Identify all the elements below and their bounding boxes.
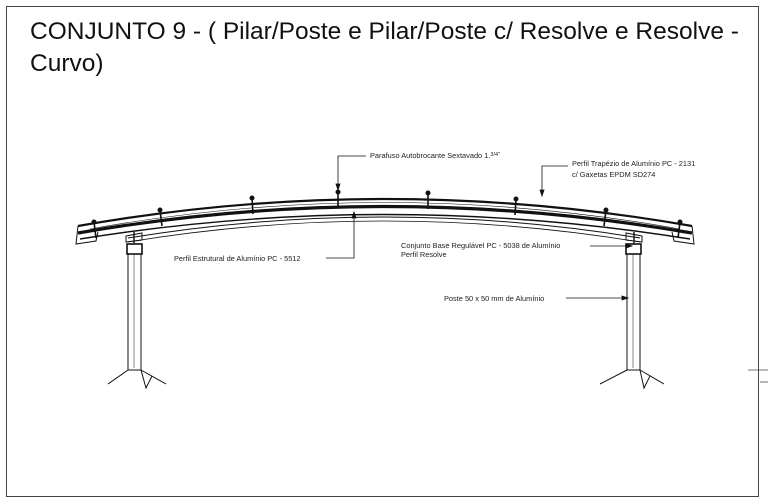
screw	[603, 207, 609, 227]
label-conjunto-base: Conjunto Base Regulável PC - 5038 de Alu…	[401, 241, 560, 259]
structural-profile	[127, 216, 641, 239]
label-poste: Poste 50 x 50 mm de Alumínio	[444, 294, 544, 303]
screw	[677, 219, 683, 239]
screw	[249, 195, 255, 215]
screw-fasteners	[91, 189, 683, 239]
roof-end-right	[671, 225, 695, 245]
roof-end-left	[75, 225, 99, 245]
screw	[157, 207, 163, 227]
label-perfil-estrutural-text: Perfil Estrutural de Alumínio PC - 5512	[174, 254, 301, 263]
label-parafuso-fraction: 3/4"	[490, 152, 500, 158]
label-poste-text: Poste 50 x 50 mm de Alumínio	[444, 294, 545, 303]
title-line-1: CONJUNTO 9 - ( Pilar/Poste e Pilar/Poste…	[30, 18, 739, 45]
bracket-right	[625, 232, 643, 243]
post-right	[599, 243, 665, 390]
screw	[91, 219, 97, 239]
bracket-left	[125, 232, 143, 243]
roof-band-lower	[79, 213, 691, 240]
base-brackets	[125, 232, 643, 244]
leader-lines	[326, 155, 634, 301]
label-parafuso: Parafuso Autobrocante Sextavado 1.3/4"	[370, 151, 500, 160]
screw	[513, 196, 519, 216]
label-conjunto-base-line2: Perfil Resolve	[401, 250, 447, 259]
label-parafuso-text: Parafuso Autobrocante Sextavado 1.	[370, 151, 491, 160]
post-left	[107, 243, 167, 390]
title-line-2: Curvo)	[30, 50, 104, 77]
drawing-title: CONJUNTO 9 - ( Pilar/Poste e Pilar/Poste…	[30, 16, 760, 80]
roof-band-upper	[77, 204, 693, 235]
label-perfil-estrutural: Perfil Estrutural de Alumínio PC - 5512	[174, 254, 301, 263]
label-conjunto-base-line1: Conjunto Base Regulável PC - 5038 de Alu…	[401, 241, 561, 250]
label-perfil-trapezio-line1: Perfil Trapézio de Alumínio PC - 2131	[572, 159, 696, 168]
roof-top-edge	[77, 197, 693, 228]
curved-roof	[75, 197, 695, 245]
label-perfil-trapezio-line2: c/ Gaxetas EPDM SD274	[572, 170, 656, 179]
label-perfil-trapezio: Perfil Trapézio de Alumínio PC - 2131 c/…	[572, 159, 695, 179]
screw	[425, 190, 431, 209]
